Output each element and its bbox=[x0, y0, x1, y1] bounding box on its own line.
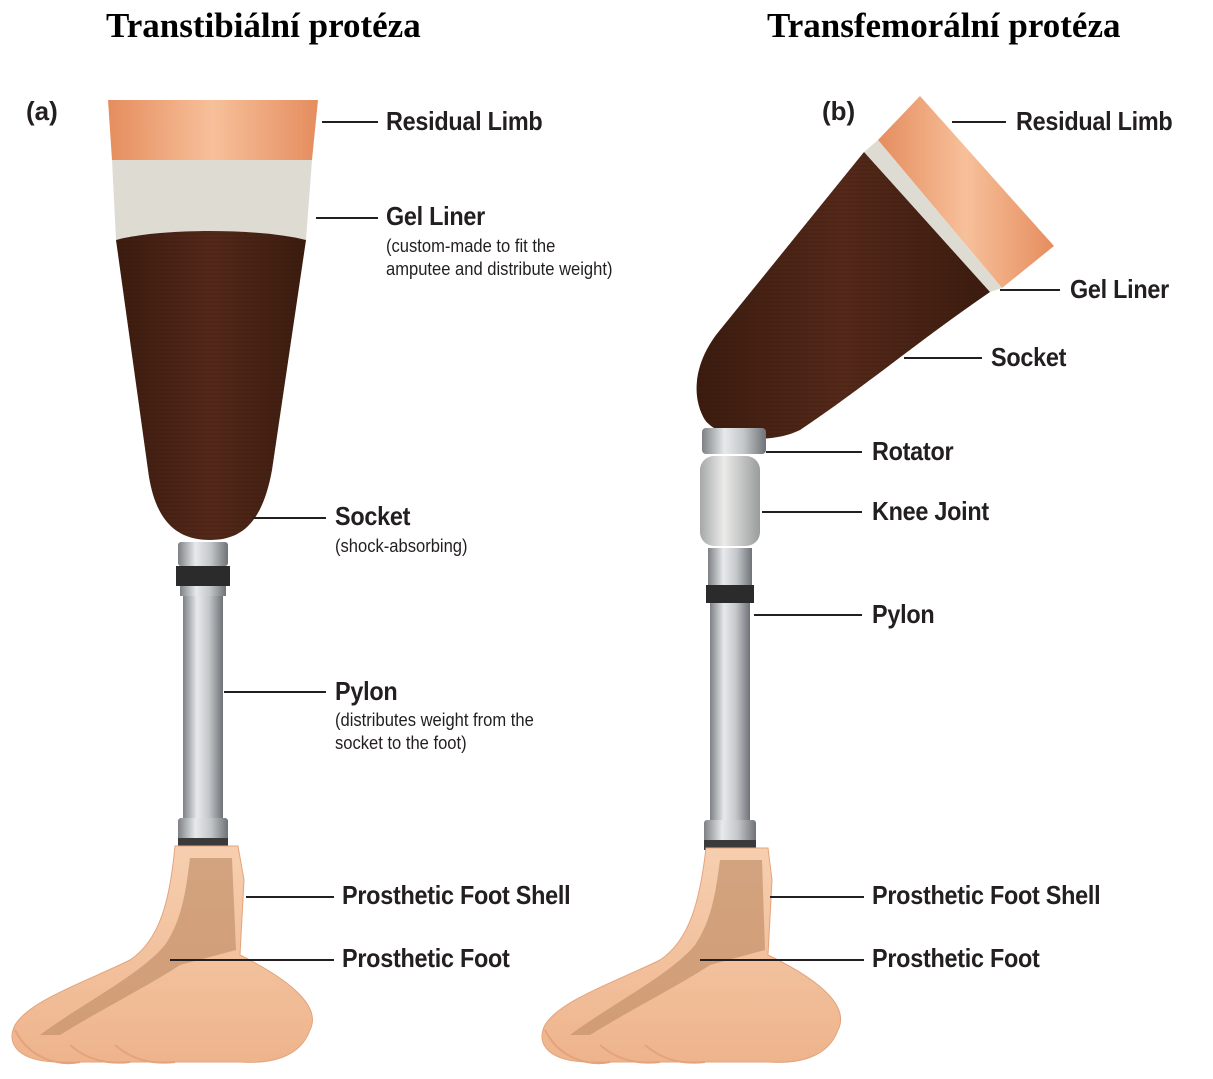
residual-limb-a bbox=[108, 100, 318, 160]
label-residual-limb-b: Residual Limb bbox=[1016, 106, 1172, 137]
panel-letter-a: (a) bbox=[26, 96, 58, 127]
label-foot-shell-b: Prosthetic Foot Shell bbox=[872, 880, 1100, 911]
label-pylon-b: Pylon bbox=[872, 599, 934, 630]
gel-liner-a bbox=[112, 160, 312, 240]
label-foot-shell-a: Prosthetic Foot Shell bbox=[342, 880, 570, 911]
note-pylon-2: socket to the foot) bbox=[335, 732, 467, 755]
pylon-a bbox=[183, 596, 223, 818]
label-residual-limb-a: Residual Limb bbox=[386, 106, 542, 137]
note-gel-liner-2: amputee and distribute weight) bbox=[386, 258, 612, 281]
label-foot-b: Prosthetic Foot bbox=[872, 943, 1040, 974]
label-knee-joint-b: Knee Joint bbox=[872, 496, 989, 527]
label-rotator-b: Rotator bbox=[872, 436, 953, 467]
note-socket: (shock-absorbing) bbox=[335, 535, 468, 558]
transfemoral-prosthesis bbox=[542, 96, 1054, 1063]
label-gel-liner-b: Gel Liner bbox=[1070, 274, 1169, 305]
transtibial-prosthesis bbox=[12, 100, 318, 1063]
pylon-b bbox=[710, 603, 750, 821]
label-foot-a: Prosthetic Foot bbox=[342, 943, 510, 974]
label-pylon-a: Pylon bbox=[335, 676, 397, 707]
knee-joint-b bbox=[700, 456, 760, 546]
label-socket-b: Socket bbox=[991, 342, 1066, 373]
socket-adapter-a bbox=[178, 542, 228, 566]
rotator-b bbox=[702, 428, 766, 454]
note-gel-liner-1: (custom-made to fit the bbox=[386, 235, 555, 258]
note-pylon-1: (distributes weight from the bbox=[335, 709, 534, 732]
panel-letter-b: (b) bbox=[822, 96, 855, 127]
label-gel-liner-a: Gel Liner bbox=[386, 201, 485, 232]
label-socket-a: Socket bbox=[335, 501, 410, 532]
